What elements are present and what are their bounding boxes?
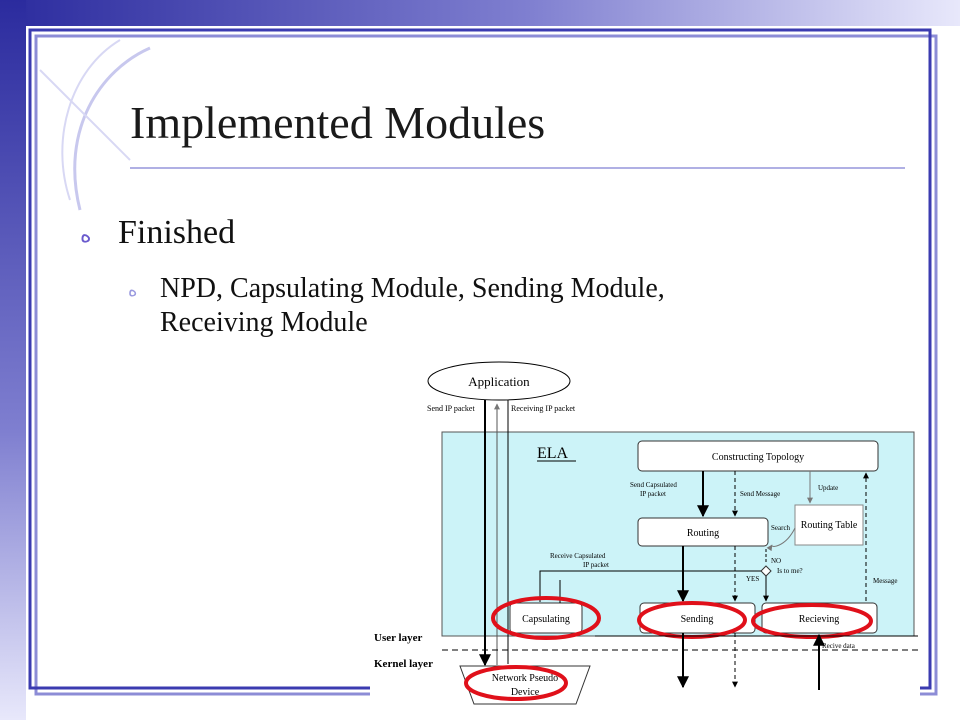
capsulating-node <box>509 602 583 634</box>
top-gradient-band <box>0 0 960 26</box>
yes-label: YES <box>746 575 759 583</box>
constructing-topology-node <box>637 440 879 472</box>
decorative-arc <box>61 39 121 201</box>
search-arrow <box>766 527 796 552</box>
left-gradient-band <box>0 0 26 720</box>
no-label: NO <box>771 557 781 565</box>
send-ip-packet-label: Send IP packet <box>427 404 475 413</box>
recive-data-label: Recive data <box>822 642 856 650</box>
kernel-layer-label: Kernel layer <box>374 658 433 670</box>
architecture-diagram: ELA Application Send IP packet Receiving… <box>374 361 918 705</box>
receiving-ip-packet-label: Receiving IP packet <box>511 404 576 413</box>
npd-label-2: Device <box>511 687 540 698</box>
update-label: Update <box>818 484 838 492</box>
decorative-line <box>39 69 131 161</box>
receive-capsulated-path <box>539 570 761 602</box>
routing-node <box>637 517 769 547</box>
message-label: Message <box>873 577 898 585</box>
is-to-me-label: Is to me? <box>777 567 803 575</box>
npd-highlight <box>464 665 568 701</box>
decorative-arc <box>73 46 151 211</box>
recieving-node <box>761 602 878 634</box>
sending-label: Sending <box>681 614 714 625</box>
bullet-level2-marker: ە <box>128 280 138 300</box>
routing-table-node <box>794 504 864 546</box>
npd-label: Network Pseudo <box>492 673 558 684</box>
application-label: Application <box>468 374 530 389</box>
bullet-level1-text: Finished <box>118 214 236 251</box>
capsulating-highlight <box>491 596 601 640</box>
send-capsulated-label: Send Capsulated <box>630 481 677 489</box>
constructing-topology-label: Constructing Topology <box>712 452 804 463</box>
search-label: Search <box>771 524 791 532</box>
sending-highlight <box>637 601 747 639</box>
routing-label: Routing <box>687 528 719 539</box>
slide-title: Implemented Modules <box>130 97 546 148</box>
application-node <box>427 361 571 401</box>
send-capsulated-label-2: IP packet <box>640 490 666 498</box>
routing-table-label: Routing Table <box>801 520 858 531</box>
send-message-label: Send Message <box>740 490 780 498</box>
bullet-level1-marker: ه <box>80 222 92 247</box>
capsulating-label: Capsulating <box>522 614 570 625</box>
recieving-label: Recieving <box>799 614 840 625</box>
user-layer-label: User layer <box>374 632 422 644</box>
receive-capsulated-label-2: IP packet <box>583 561 609 569</box>
ela-label: ELA <box>537 445 569 462</box>
bullet-level2-text: NPD, Capsulating Module, Sending Module,… <box>160 273 665 338</box>
recieving-highlight <box>751 603 873 639</box>
diagram-bottom-panel <box>370 645 920 705</box>
receive-capsulated-label: Receive Capsulated <box>550 552 606 560</box>
